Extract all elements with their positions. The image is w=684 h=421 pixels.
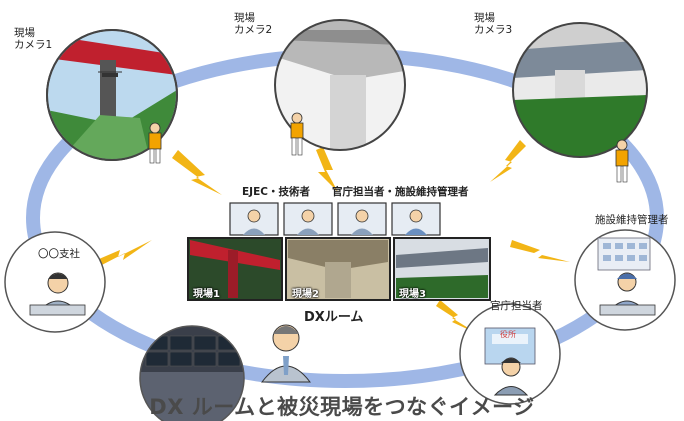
screen-label-site1: 現場1 — [193, 289, 220, 300]
camera2-label: 現場 カメラ2 — [234, 12, 273, 36]
worker-camera1 — [148, 122, 162, 164]
signal-bolt-camera1 — [172, 150, 222, 195]
government-building-sign: 役所 — [500, 330, 516, 339]
signal-bolts — [92, 140, 570, 334]
government-officer-node — [459, 303, 561, 405]
signal-bolt-government — [436, 300, 478, 334]
camera3-site — [512, 22, 648, 158]
camera2-site — [274, 19, 406, 151]
worker-camera3 — [615, 139, 629, 183]
facility-manager-label: 施設維持管理者 — [595, 214, 669, 226]
participants-label-right: 官庁担当者・施設維持管理者 — [332, 186, 469, 198]
screen-label-site2: 現場2 — [292, 289, 319, 300]
signal-bolt-camera3 — [490, 140, 526, 182]
branch-office-node — [4, 231, 106, 333]
facility-manager-node — [574, 229, 676, 331]
site-screens — [187, 237, 491, 301]
government-officer-label: 官庁担当者 — [490, 300, 543, 312]
participants-label-left: EJEC・技術者 — [242, 186, 310, 198]
dx-room-label: DXルーム — [304, 310, 364, 325]
worker-camera2 — [290, 112, 304, 156]
camera1-label: 現場 カメラ1 — [14, 27, 53, 51]
dx-room-director — [260, 324, 312, 383]
camera1-site — [46, 29, 178, 161]
camera3-label: 現場 カメラ3 — [474, 12, 513, 36]
screen-label-site3: 現場3 — [399, 289, 426, 300]
participant-tiles — [229, 202, 441, 236]
signal-bolt-manager — [510, 240, 570, 262]
diagram-title: DX ルームと被災現場をつなぐイメージ — [149, 395, 535, 419]
signal-bolt-camera2 — [316, 147, 338, 192]
control-room-node — [139, 325, 245, 421]
signal-bolt-branch — [92, 240, 152, 268]
branch-office-label: 〇〇支社 — [38, 248, 80, 260]
